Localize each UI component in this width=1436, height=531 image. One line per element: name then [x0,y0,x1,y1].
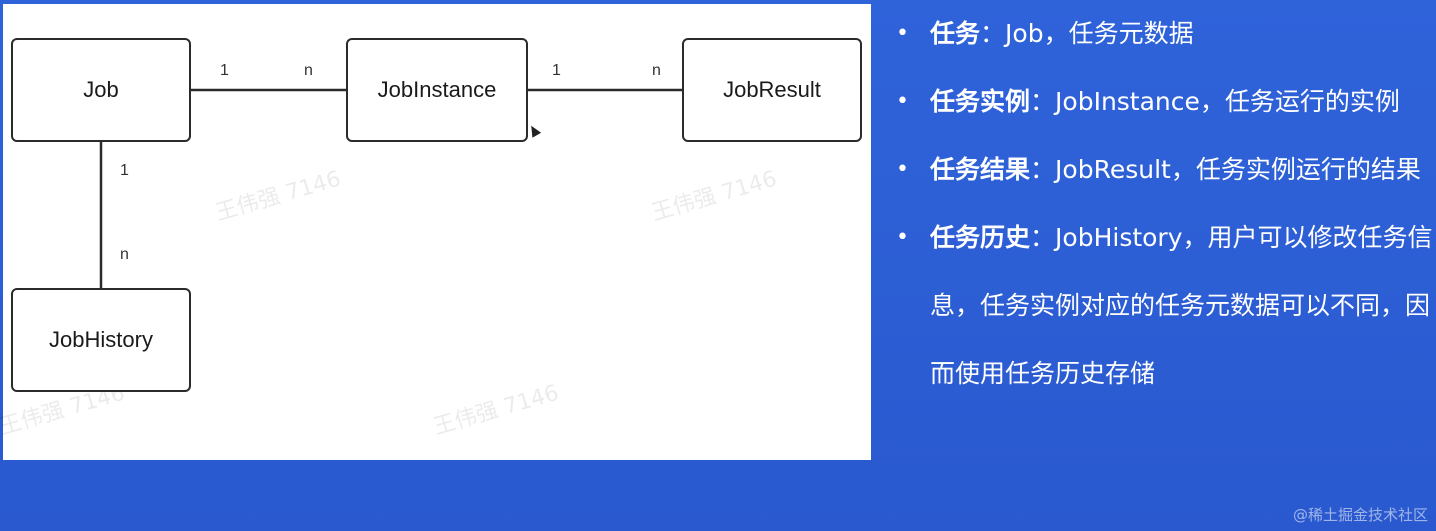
bullet-text: JobInstance，任务运行的实例 [1055,87,1400,116]
job-box: Job [11,38,191,142]
multiplicity-label: n [120,246,129,263]
bullet-text: JobHistory，用户可以修改任务信息，任务实例对应的任务元数据可以不同，因… [930,223,1433,388]
bullet-item: • 任务历史：JobHistory，用户可以修改任务信息，任务实例对应的任务元数… [894,204,1434,408]
multiplicity-label: 1 [552,62,561,79]
job-instance-box: JobInstance [346,38,528,142]
bullet-dot-icon: • [896,89,909,114]
bullet-item: • 任务实例：JobInstance，任务运行的实例 [894,68,1434,136]
bullet-separator: ： [1030,223,1056,252]
job-history-box: JobHistory [11,288,191,392]
diagram-canvas: 王伟强 7146 王伟强 7146 王伟强 7146 王伟强 7146 Job … [0,4,871,460]
bullet-dot-icon: • [896,21,909,46]
bullet-term: 任务 [930,19,981,48]
bullet-text: Job，任务元数据 [1005,19,1194,48]
bullet-term: 任务实例 [930,87,1031,116]
bullet-list: • 任务：Job，任务元数据 • 任务实例：JobInstance，任务运行的实… [894,0,1434,408]
multiplicity-label: n [652,62,661,79]
bullet-term: 任务历史 [930,223,1031,252]
bullet-separator: ： [1030,87,1056,116]
bullet-item: • 任务结果：JobResult，任务实例运行的结果 [894,136,1434,204]
multiplicity-label: 1 [220,62,229,79]
bullet-dot-icon: • [896,157,909,182]
bullet-separator: ： [1030,155,1056,184]
multiplicity-label: 1 [120,162,129,179]
job-result-box: JobResult [682,38,862,142]
bullet-term: 任务结果 [930,155,1031,184]
bullet-dot-icon: • [896,225,909,250]
connector-lines [99,88,682,288]
footer-watermark: @稀土掘金技术社区 [1292,506,1428,524]
bullet-separator: ： [980,19,1006,48]
bullet-item: • 任务：Job，任务元数据 [894,0,1434,68]
bullet-text: JobResult，任务实例运行的结果 [1055,155,1421,184]
multiplicity-label: n [304,62,313,79]
